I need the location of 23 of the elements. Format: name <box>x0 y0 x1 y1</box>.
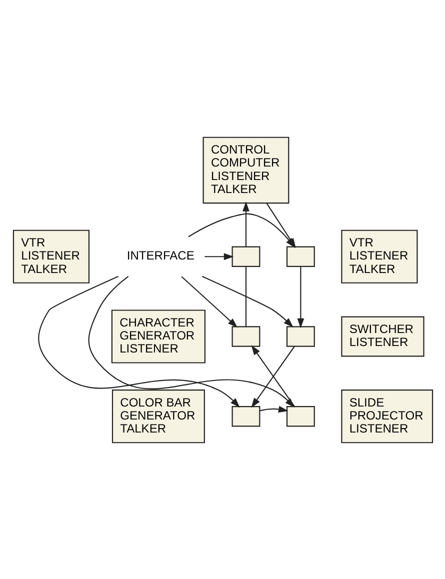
node-text: INTERFACE <box>126 248 194 262</box>
node-box: CHARACTER GENERATOR LISTENER <box>110 309 205 363</box>
node-box <box>286 405 314 426</box>
node-box: SWITCHER LISTENER <box>340 316 424 356</box>
connector <box>244 266 246 326</box>
node-box <box>286 246 314 267</box>
node-box <box>231 246 260 267</box>
arrow <box>180 276 238 328</box>
node-box: VTR LISTENER TALKER <box>340 229 418 283</box>
arrow <box>38 275 240 408</box>
node-box: SLIDE PROJECTOR LISTENER <box>340 389 433 443</box>
node-box <box>286 326 314 346</box>
node-box: VTR LISTENER TALKER <box>12 229 90 283</box>
arrow <box>88 276 294 408</box>
arrow <box>201 275 293 327</box>
node-box <box>231 405 260 426</box>
node-box <box>231 326 260 346</box>
arrow <box>242 200 249 246</box>
node-box: COLOR BAR GENERATOR TALKER <box>111 389 204 443</box>
arrow <box>296 266 304 328</box>
arrow <box>259 405 288 412</box>
arrow <box>204 252 234 260</box>
node-box: CONTROL COMPUTER LISTENER TALKER <box>202 136 289 204</box>
